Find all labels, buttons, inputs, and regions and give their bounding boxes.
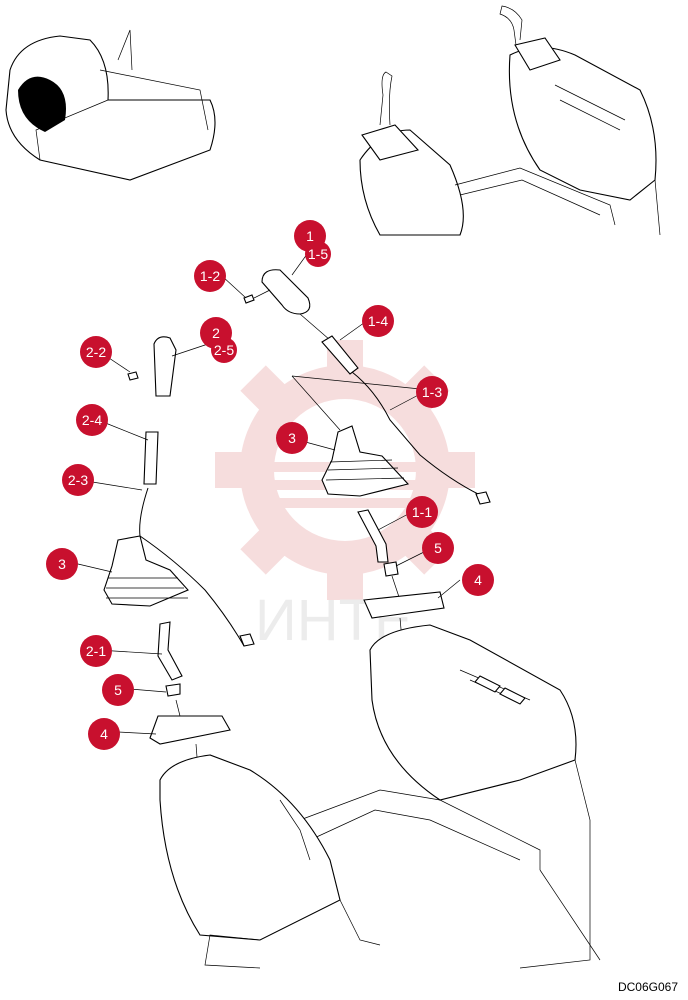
callout-2-4: 2-4 xyxy=(76,404,108,436)
svg-text:3: 3 xyxy=(58,556,66,572)
lever-2-assembly xyxy=(103,336,255,771)
svg-text:2-2: 2-2 xyxy=(86,344,106,360)
drawing-code-label: DC06G067 xyxy=(617,980,678,994)
svg-text:5: 5 xyxy=(434,540,442,556)
callout-1-4: 1-4 xyxy=(362,305,394,337)
svg-text:3: 3 xyxy=(288,430,296,446)
right-console xyxy=(299,624,601,969)
svg-text:2: 2 xyxy=(212,325,220,341)
callout-5-bottom: 5 xyxy=(102,674,134,706)
svg-text:2-3: 2-3 xyxy=(68,472,88,488)
svg-text:1-3: 1-3 xyxy=(422,384,442,400)
left-console xyxy=(159,754,381,969)
callout-4-bottom: 4 xyxy=(88,718,120,750)
svg-text:1-1: 1-1 xyxy=(412,504,432,520)
svg-text:2-5: 2-5 xyxy=(214,342,234,358)
svg-text:5: 5 xyxy=(114,682,122,698)
console-overview xyxy=(359,5,661,236)
callout-1-5: 1-5 xyxy=(305,241,331,267)
seat-thumbnail xyxy=(5,29,216,181)
callout-2-1: 2-1 xyxy=(80,635,112,667)
svg-text:1-2: 1-2 xyxy=(200,268,220,284)
callouts: 1 1-5 1-2 1-4 1-3 3 1-1 5 4 2 2-5 2-2 2-… xyxy=(46,220,494,750)
svg-text:1-5: 1-5 xyxy=(308,246,328,262)
svg-text:4: 4 xyxy=(474,572,482,588)
svg-text:2-4: 2-4 xyxy=(82,412,102,428)
callout-5-top: 5 xyxy=(422,532,454,564)
svg-text:4: 4 xyxy=(100,726,108,742)
callout-1-3: 1-3 xyxy=(416,376,448,408)
callout-3-bottom: 3 xyxy=(46,548,78,580)
callout-2-2: 2-2 xyxy=(80,336,112,368)
callout-1-1: 1-1 xyxy=(406,496,438,528)
svg-text:1: 1 xyxy=(306,228,314,244)
callout-2-5: 2-5 xyxy=(211,337,237,363)
callout-4-top: 4 xyxy=(462,564,494,596)
svg-text:2-1: 2-1 xyxy=(86,643,106,659)
svg-text:1-4: 1-4 xyxy=(368,313,388,329)
callout-3-top: 3 xyxy=(276,422,308,454)
lever-1-assembly xyxy=(243,269,491,641)
callout-1-2: 1-2 xyxy=(194,260,226,292)
callout-2-3: 2-3 xyxy=(62,464,94,496)
